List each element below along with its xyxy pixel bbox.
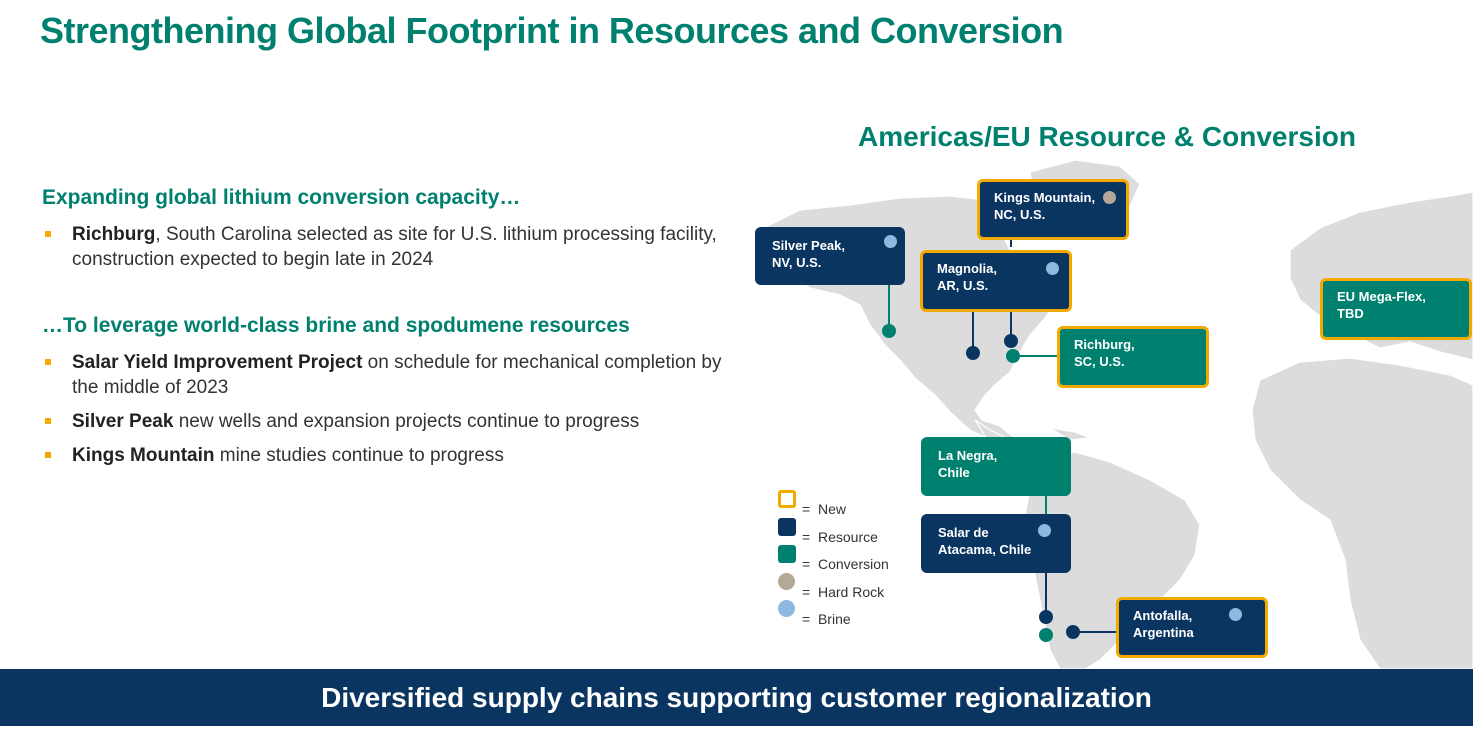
brine-icon [1038,524,1051,537]
pin-connectors [882,239,1117,642]
bullet-bold: Salar Yield Improvement Project [72,352,363,373]
bullet-list-conversion: Richburg, South Carolina selected as sit… [42,222,722,272]
callout-salar-de-atacama[interactable]: Salar de Atacama, Chile [921,514,1071,573]
bullet-item: Richburg, South Carolina selected as sit… [42,222,722,272]
bullet-list-resources: Salar Yield Improvement Project on sched… [42,350,722,468]
bullet-square-icon [45,231,51,237]
callout-kings-mountain[interactable]: Kings Mountain, NC, U.S. [977,179,1129,240]
text-panel: Expanding global lithium conversion capa… [42,186,722,477]
bullet-text: , South Carolina selected as site for U.… [72,224,717,270]
callout-antofalla[interactable]: Antofalla, Argentina [1116,597,1268,658]
legend-label: Brine [817,611,851,627]
bullet-item: Salar Yield Improvement Project on sched… [42,350,722,400]
brine-circle-icon [778,600,795,617]
hard-rock-circle-icon [778,572,795,590]
bullet-text: on schedule for mechanical completion by… [72,352,722,398]
callout-magnolia[interactable]: Magnolia, AR, U.S. [920,250,1072,312]
pin-salar-de-atacama[interactable] [1039,610,1053,624]
conversion-square-icon [778,545,796,563]
callout-label: Magnolia, AR, U.S. [937,261,997,293]
callout-eu-mega-flex[interactable]: EU Mega-Flex, TBD [1320,278,1472,340]
pin-silver-peak[interactable] [882,324,896,338]
callout-label: Silver Peak, NV, U.S. [772,238,845,270]
bullet-item: Kings Mountain mine studies continue to … [42,443,722,468]
callout-silver-peak[interactable]: Silver Peak, NV, U.S. [755,227,905,285]
legend-label: Conversion [817,556,889,572]
bullet-bold: Richburg [72,224,156,245]
callout-label: Salar de Atacama, Chile [938,525,1032,557]
footer-banner: Diversified supply chains supporting cus… [0,669,1473,726]
callout-label: Kings Mountain, NC, U.S. [994,190,1096,222]
legend-label: Hard Rock [817,583,885,600]
callout-richburg[interactable]: Richburg, SC, U.S. [1057,326,1209,388]
page-title: Strengthening Global Footprint in Resour… [40,10,1064,51]
pin-la-negra[interactable] [1039,628,1053,642]
pin-richburg[interactable] [1006,349,1020,363]
callout-label: La Negra, Chile [938,448,998,480]
legend-label: Resource [817,528,878,545]
land-africa [1251,357,1473,669]
brine-icon [1046,262,1059,275]
section-heading-resources: …To leverage world-class brine and spodu… [42,314,630,337]
hard-rock-icon [1103,191,1116,204]
callout-la-negra[interactable]: La Negra, Chile [921,437,1071,496]
pin-antofalla[interactable] [1066,625,1080,639]
brine-icon [1229,608,1242,621]
bullet-bold: Kings Mountain [72,445,215,466]
callout-label: Antofalla, Argentina [1133,608,1194,640]
pin-magnolia[interactable] [966,346,980,360]
bullet-square-icon [45,359,51,365]
bullet-bold: Silver Peak [72,411,174,432]
brine-icon [884,235,897,248]
new-outline-icon [778,490,796,508]
callout-label: Richburg, SC, U.S. [1074,337,1135,369]
map-title: Americas/EU Resource & Conversion [858,121,1356,152]
bullet-square-icon [45,418,51,424]
callout-label: EU Mega-Flex, TBD [1337,289,1426,321]
world-map [759,159,1473,669]
bullet-text: new wells and expansion projects continu… [173,411,640,432]
resource-square-icon [778,517,796,536]
land-caribbean [1049,427,1091,441]
pin-kings-mountain[interactable] [1004,334,1018,348]
bullet-item: Silver Peak new wells and expansion proj… [42,409,722,434]
section-heading-conversion: Expanding global lithium conversion capa… [42,186,521,209]
bullet-text: mine studies continue to progress [214,445,504,466]
bullet-square-icon [45,452,51,458]
legend-label: New [817,501,846,517]
